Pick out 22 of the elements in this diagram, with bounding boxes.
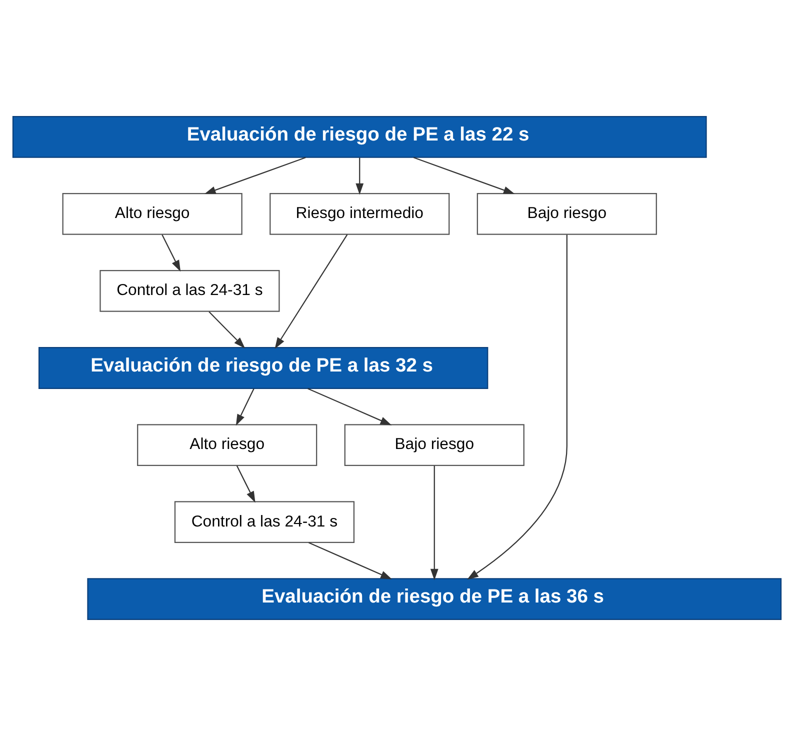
node-box: Evaluación de riesgo de PE a las 36 s	[87, 578, 782, 620]
arrow	[162, 234, 181, 272]
arrow	[308, 388, 392, 425]
node-box: Alto riesgo	[137, 424, 318, 466]
arrow	[430, 465, 438, 580]
node-box: Alto riesgo	[62, 192, 242, 234]
arrow	[208, 310, 246, 348]
node-box: Control a las 24-31 s	[100, 270, 280, 312]
arrow	[467, 234, 568, 580]
node-box: Evaluación de riesgo de PE a las 22 s	[12, 115, 707, 158]
node-box: Evaluación de riesgo de PE a las 32 s	[38, 346, 488, 388]
node-box: Riesgo intermedio	[270, 192, 450, 234]
arrow	[274, 234, 348, 348]
node-box: Bajo riesgo	[344, 424, 524, 466]
node-box: Control a las 24-31 s	[174, 500, 355, 542]
arrow	[236, 388, 254, 426]
arrow	[308, 542, 392, 579]
arrow	[236, 465, 256, 502]
arrow	[204, 156, 306, 194]
arrow	[356, 157, 364, 194]
arrow	[413, 156, 515, 194]
node-box: Bajo riesgo	[476, 192, 657, 234]
